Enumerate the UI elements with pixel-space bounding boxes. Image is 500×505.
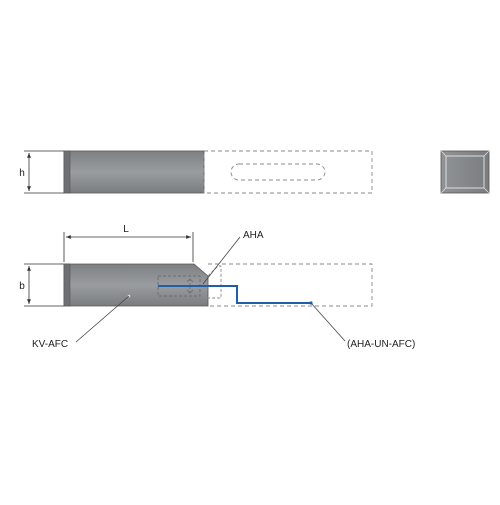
tool-body-plan-chamfer <box>63 263 71 307</box>
aha-un-afc-label: (AHA-UN-AFC) <box>347 339 415 350</box>
l-label: L <box>123 224 129 235</box>
end-view-square <box>440 150 490 194</box>
tool-body-side <box>63 150 205 194</box>
top-view: h <box>19 150 373 194</box>
aha-un-afc-leader <box>310 302 346 342</box>
aha-un-afc-path <box>158 285 311 304</box>
holder-slot <box>230 163 326 181</box>
plan-view: L b <box>19 224 373 307</box>
end-view <box>440 150 490 194</box>
kv-afc-label: KV-AFC <box>32 339 68 350</box>
holder-outline-side <box>203 150 373 194</box>
kv-afc-leader <box>75 295 130 343</box>
aha-leader <box>202 236 241 285</box>
annotations: AHA KV-AFC (AHA-UN-AFC) <box>32 230 415 350</box>
h-label: h <box>19 168 25 179</box>
aha-label: AHA <box>243 230 264 241</box>
end-view-chamfer <box>445 155 485 189</box>
b-label: b <box>19 281 25 292</box>
holder-outline-plan <box>208 263 373 307</box>
tool-body-chamfer <box>63 150 71 194</box>
